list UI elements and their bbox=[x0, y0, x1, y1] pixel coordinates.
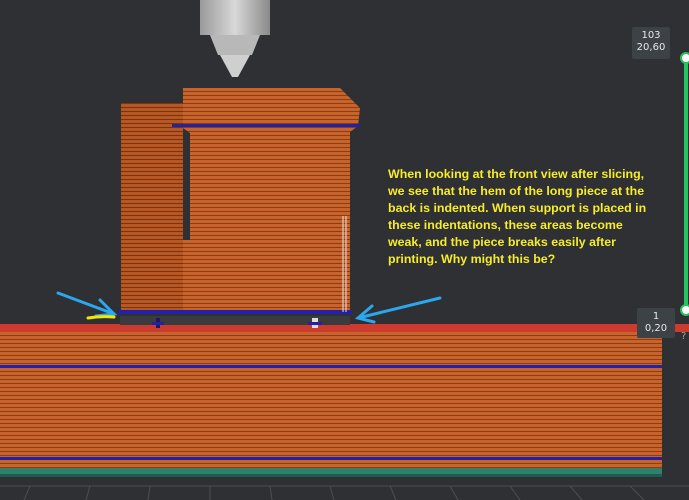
layer-slider[interactable] bbox=[680, 52, 689, 316]
arrow-icon bbox=[354, 296, 442, 324]
layer-slider-top-label: 103 20,60 bbox=[632, 27, 670, 59]
bottom-layer-number: 1 bbox=[652, 311, 660, 322]
layer-slider-top-handle[interactable] bbox=[680, 52, 689, 64]
layer-slider-bottom-handle[interactable] bbox=[680, 304, 689, 316]
build-plate-grid bbox=[0, 485, 689, 500]
annotation-text: When looking at the front view after sli… bbox=[388, 167, 647, 266]
top-layer-number: 103 bbox=[641, 30, 661, 41]
help-icon[interactable]: ? bbox=[681, 331, 687, 342]
base-part-sliced-layers bbox=[0, 324, 689, 477]
bottom-layer-height: 0,20 bbox=[644, 323, 668, 334]
nozzle-icon bbox=[200, 0, 270, 77]
layer-slider-bottom-label: 1 0,20 bbox=[637, 308, 675, 338]
support-interface bbox=[120, 316, 350, 328]
top-layer-height: 20,60 bbox=[636, 42, 666, 53]
support-structure bbox=[342, 216, 347, 312]
upper-part-sliced-layers bbox=[118, 88, 360, 314]
yellow-highlight-mark bbox=[86, 315, 116, 320]
